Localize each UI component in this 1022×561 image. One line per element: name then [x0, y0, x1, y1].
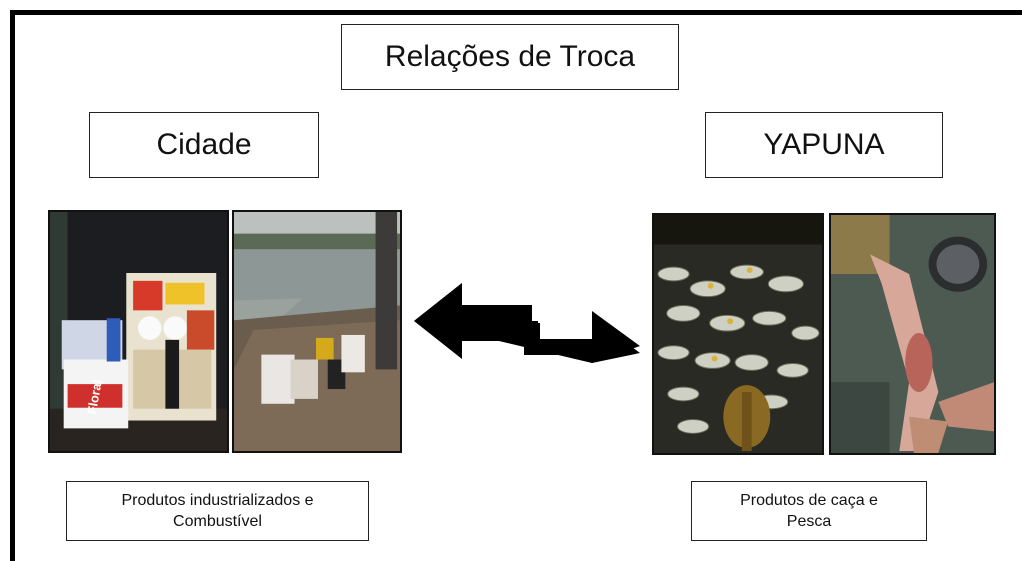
cidade-label: Cidade — [89, 112, 319, 178]
diagram-title: Relações de Troca — [341, 24, 679, 90]
fish-catch-photo — [652, 213, 824, 455]
double-arrow-icon — [414, 283, 640, 363]
yapuna-label: YAPUNA — [705, 112, 943, 178]
boat-dock-photo — [232, 210, 402, 453]
yapuna-products-description: Produtos de caça e Pesca — [691, 481, 927, 541]
industrial-goods-photo: Floral — [48, 210, 229, 453]
frame-border-left — [10, 10, 15, 561]
svg-text:Floral: Floral — [84, 378, 105, 415]
game-butchering-photo — [829, 213, 996, 455]
frame-border-top — [10, 10, 1022, 15]
cidade-products-description: Produtos industrializados e Combustível — [66, 481, 369, 541]
